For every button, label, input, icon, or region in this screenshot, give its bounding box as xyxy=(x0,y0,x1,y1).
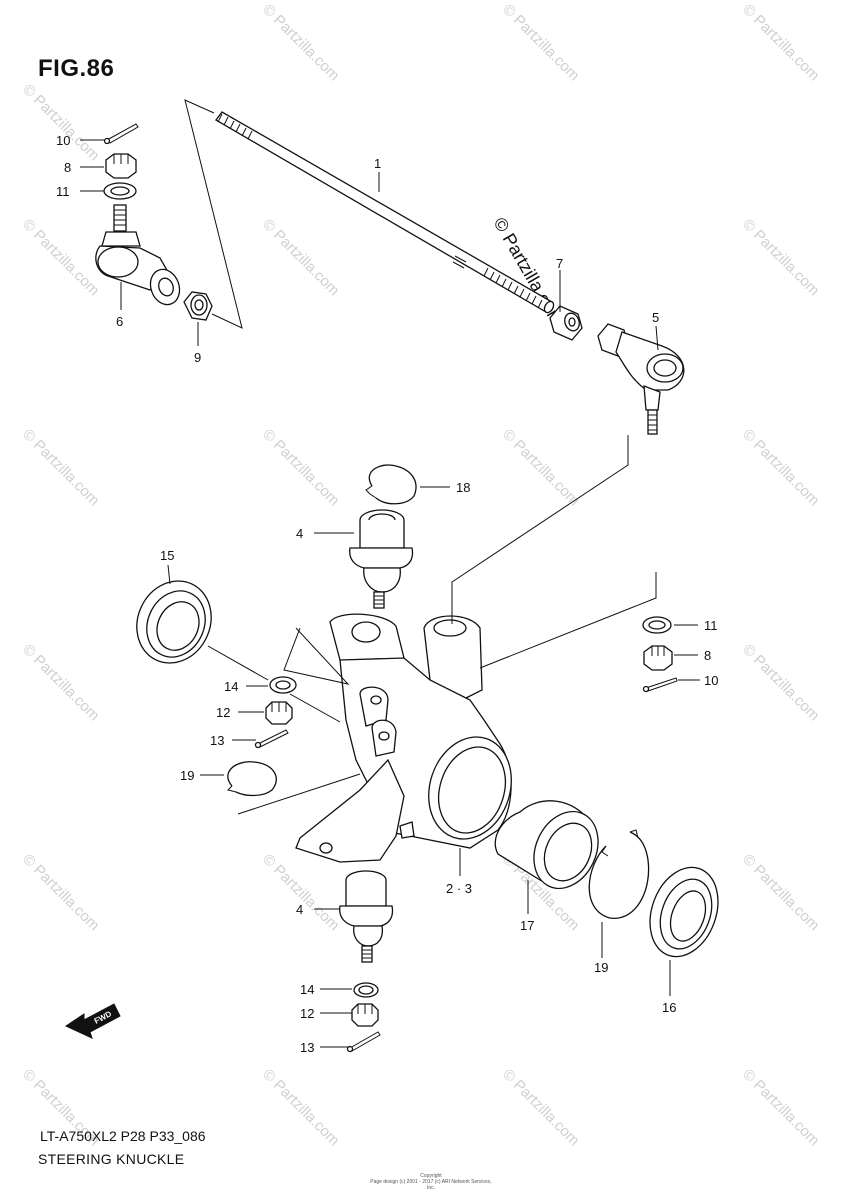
circlip-18-part xyxy=(365,464,417,505)
callout-12-lower: 12 xyxy=(300,1006,314,1021)
oil-seal-16-part xyxy=(649,866,719,958)
figure-title: FIG.86 xyxy=(38,55,115,82)
callout-14-lower: 14 xyxy=(300,982,314,997)
ball-joint-upper-part xyxy=(349,509,414,609)
figure-name: STEERING KNUCKLE xyxy=(38,1151,185,1167)
castle-nut-8-top-part xyxy=(105,153,137,179)
watermark: © Partzilla.com xyxy=(259,1,342,84)
cotter-pin-13-lower-part xyxy=(346,1031,381,1053)
callout-4-lower: 4 xyxy=(296,902,303,917)
callout-1: 1 xyxy=(374,156,381,171)
circlip-19-right-part xyxy=(588,829,650,919)
tie-rod-end-left-part xyxy=(95,204,181,306)
watermark: © Partzilla.com xyxy=(259,851,342,934)
watermark: © Partzilla.com xyxy=(19,641,102,724)
callout-10-top: 10 xyxy=(56,133,70,148)
forward-arrow-icon: FWD xyxy=(64,1003,121,1039)
callout-10-right: 10 xyxy=(704,673,718,688)
watermark: © Partzilla.com xyxy=(19,216,102,299)
watermark: © Partzilla.com xyxy=(739,641,822,724)
callout-12-upper: 12 xyxy=(216,705,230,720)
callout-15: 15 xyxy=(160,548,174,563)
copyright-line-2: Page design (c) 2001 - 2017 (c) ARI Netw… xyxy=(370,1179,492,1191)
callout-9: 9 xyxy=(194,350,201,365)
callout-18: 18 xyxy=(456,480,470,495)
nut-12-lower-part xyxy=(351,1003,379,1027)
callout-5: 5 xyxy=(652,310,659,325)
washer-11-top-part xyxy=(103,182,137,200)
watermark: © Partzilla.com xyxy=(259,216,342,299)
watermark-group: © Partzilla.com © Partzilla.com © Partzi… xyxy=(19,1,822,1149)
watermark: © Partzilla.com xyxy=(259,1066,342,1149)
callout-8-top: 8 xyxy=(64,160,71,175)
oil-seal-15-part xyxy=(136,580,212,664)
cotter-pin-13-upper-part xyxy=(254,729,289,749)
watermark: © Partzilla.com xyxy=(499,1066,582,1149)
steering-knuckle-part xyxy=(295,613,512,863)
callout-13-lower: 13 xyxy=(300,1040,314,1055)
cotter-pin-10-right-part xyxy=(642,677,678,693)
tie-rod-end-right-part xyxy=(597,323,685,435)
callout-labels: 1 7 5 10 8 11 6 9 18 4 15 11 8 10 14 12 … xyxy=(56,133,718,1055)
callout-17: 17 xyxy=(520,918,534,933)
nut-12-upper-part xyxy=(265,701,293,725)
watermark: © Partzilla.com xyxy=(739,1066,822,1149)
callout-4-upper: 4 xyxy=(296,526,303,541)
watermark: © Partzilla.com xyxy=(739,1,822,84)
callout-11-right: 11 xyxy=(704,618,718,633)
watermark: © Partzilla.com xyxy=(19,81,102,164)
watermark: © Partzilla.com xyxy=(499,1,582,84)
nut-9-part xyxy=(183,291,213,321)
watermark: © Partzilla.com xyxy=(19,851,102,934)
callout-19-left: 19 xyxy=(180,768,194,783)
callout-2-3: 2 · 3 xyxy=(446,881,472,896)
nut-7-part xyxy=(549,305,583,341)
copyright-line-1: Copyright xyxy=(420,1173,442,1179)
callout-19-right: 19 xyxy=(594,960,608,975)
copyright-notice: Copyright Page design (c) 2001 - 2017 (c… xyxy=(366,1173,496,1191)
tie-rod-part xyxy=(215,111,555,314)
cotter-pin-10-top-part xyxy=(103,123,139,145)
watermark: © Partzilla.com xyxy=(739,851,822,934)
watermark: © Partzilla.com xyxy=(19,426,102,509)
callout-16: 16 xyxy=(662,1000,676,1015)
washer-14-upper-part xyxy=(269,676,297,694)
washer-11-right-part xyxy=(642,616,672,634)
watermark: © Partzilla.com xyxy=(499,426,582,509)
callout-13-upper: 13 xyxy=(210,733,224,748)
washer-14-lower-part xyxy=(353,982,379,998)
callout-leaders xyxy=(80,139,700,1048)
callout-14-upper: 14 xyxy=(224,679,238,694)
callout-7: 7 xyxy=(556,256,563,271)
knuckle-leader-lines xyxy=(207,435,657,815)
assembly-leader-lines xyxy=(184,99,243,329)
watermark: © Partzilla.com xyxy=(739,426,822,509)
ball-joint-lower-part xyxy=(339,870,394,963)
castle-nut-8-right-part xyxy=(643,645,673,671)
callout-6: 6 xyxy=(116,314,123,329)
callout-8-right: 8 xyxy=(704,648,711,663)
watermark: © Partzilla.com xyxy=(739,216,822,299)
wheel-bearing-17-part xyxy=(494,800,599,890)
figure-code: LT-A750XL2 P28 P33_086 xyxy=(40,1128,206,1144)
circlip-19-left-part xyxy=(227,761,277,797)
callout-11-top: 11 xyxy=(56,184,70,199)
watermark: © Partzilla.com xyxy=(259,426,342,509)
